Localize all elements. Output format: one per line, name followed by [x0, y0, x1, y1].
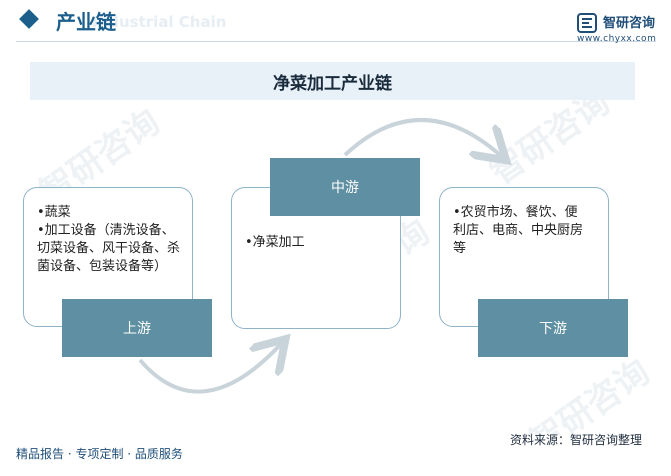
downstream-label: 下游 — [478, 299, 628, 357]
upstream-label: 上游 — [62, 299, 212, 357]
upstream-item: •蔬菜 — [37, 205, 71, 220]
footer — [0, 435, 671, 476]
header-ghost-text: Industrial Chain — [92, 13, 227, 31]
diagram-title-band: 净菜加工产业链 — [30, 62, 635, 100]
midstream-item: •净菜加工 — [245, 235, 305, 250]
upstream-box: •蔬菜 •加工设备（清洗设备、切菜设备、风干设备、杀菌设备、包装设备等） — [23, 187, 193, 327]
arrow-midstream-to-downstream — [343, 118, 500, 155]
source-note: 资料来源：智研咨询整理 — [510, 433, 643, 447]
upstream-item: •加工设备（清洗设备、切菜设备、风干设备、杀菌设备、包装设备等） — [37, 223, 181, 274]
logo-url[interactable]: www.chyxx.com — [577, 34, 657, 44]
logo-name: 智研咨询 — [603, 16, 656, 31]
logo-icon — [577, 13, 597, 33]
footer-slogan: 精品报告 · 专项定制 · 品质服务 — [16, 447, 183, 461]
arrow-upstream-to-midstream — [138, 345, 280, 394]
page-title: 产业链 — [56, 10, 116, 34]
downstream-item: •农贸市场、餐饮、便利店、电商、中央厨房等 — [453, 205, 584, 256]
header-divider — [16, 41, 656, 42]
diagram-title: 净菜加工产业链 — [273, 73, 392, 94]
midstream-label: 中游 — [270, 158, 420, 216]
